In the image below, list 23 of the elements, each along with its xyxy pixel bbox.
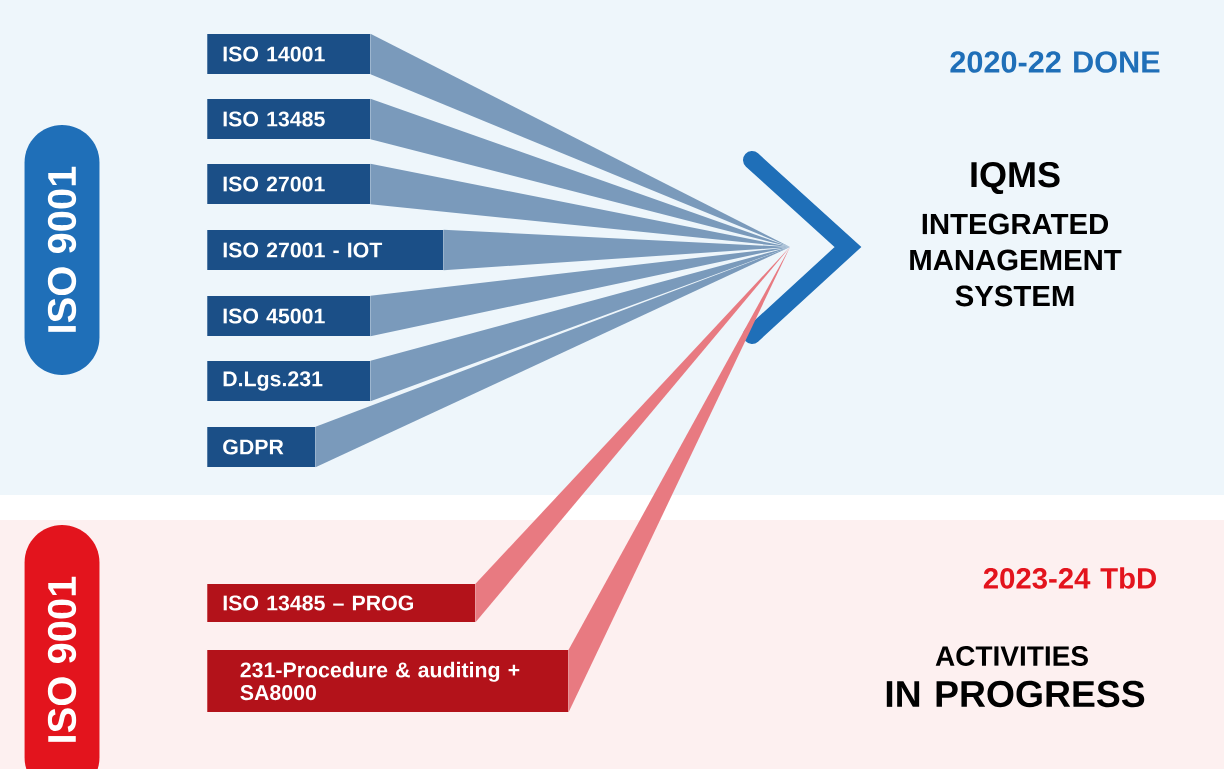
- heading-text: 2023-24 TbD: [983, 567, 1156, 589]
- label-pill: ISO 9001: [24, 125, 100, 375]
- standard-box: ISO 13485: [207, 99, 371, 139]
- heading-text: ACTIVITIES: [935, 646, 1088, 666]
- beam: [370, 247, 790, 337]
- standard-box: ISO 13485 – PROG: [207, 584, 476, 622]
- label-pill: ISO 9001: [24, 525, 100, 769]
- standard-box: ISO 27001 - IOT: [207, 230, 444, 270]
- beam: [370, 163, 790, 247]
- standard-box: ISO 45001: [207, 296, 371, 336]
- beam: [370, 247, 790, 402]
- standard-box: GDPR: [207, 427, 316, 467]
- standard-box: ISO 14001: [207, 34, 371, 74]
- standard-box: D.Lgs.231: [207, 361, 371, 401]
- beam: [315, 247, 790, 468]
- heading-text: IQMS: [971, 161, 1060, 195]
- heading-text: INTEGRATED MANAGEMENT SYSTEM: [910, 213, 1122, 307]
- standard-box: ISO 27001: [207, 164, 371, 204]
- beam: [370, 98, 790, 247]
- standard-box: 231-Procedure & auditing + SA8000: [207, 650, 569, 712]
- beam: [370, 33, 790, 247]
- heading-text: IN PROGRESS: [886, 680, 1145, 708]
- heading-text: 2020-22 DONE: [950, 51, 1160, 73]
